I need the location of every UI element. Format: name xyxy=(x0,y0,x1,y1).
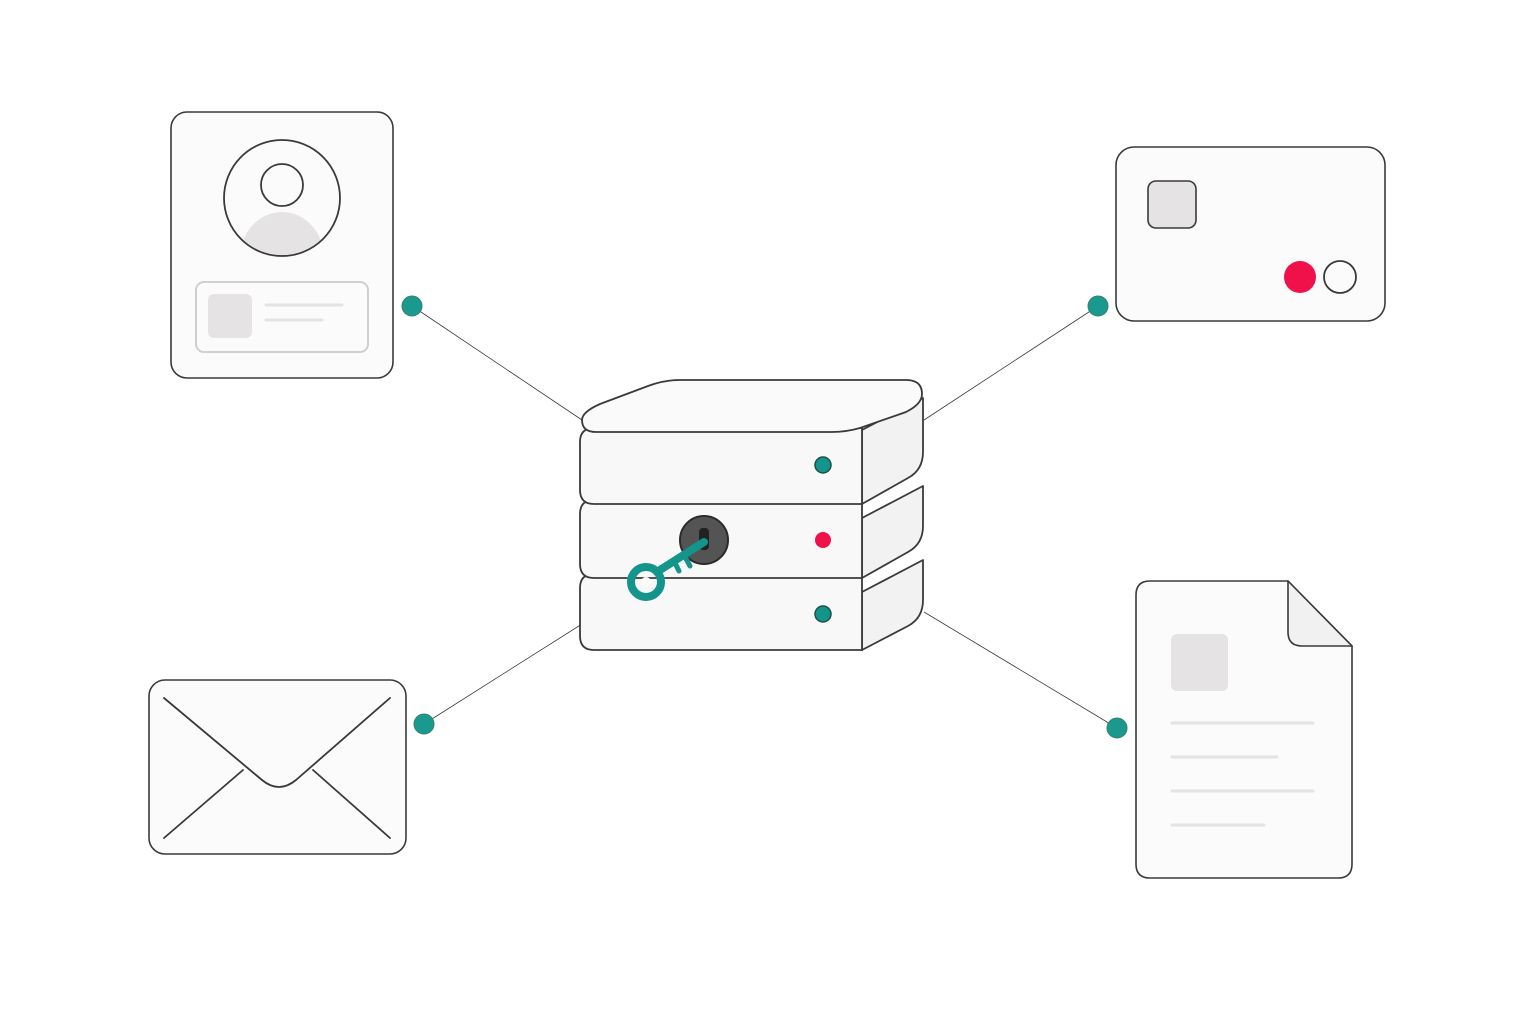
connector-nodes xyxy=(401,295,1128,739)
connector-line-credit-card xyxy=(923,305,1099,421)
credit-card-icon xyxy=(1115,146,1386,322)
envelope-icon xyxy=(148,679,407,855)
server-status-light-2 xyxy=(815,532,831,548)
card-chip xyxy=(1147,180,1197,229)
envelope-flap xyxy=(163,697,391,788)
id-photo-placeholder xyxy=(208,294,252,338)
envelope-frame xyxy=(148,679,407,855)
card-logo-outline-circle xyxy=(1323,260,1357,294)
document-corner-fold xyxy=(1287,580,1353,647)
server-layer-2-side xyxy=(861,485,924,579)
connector-line-id-card xyxy=(411,305,583,421)
key-icon xyxy=(627,538,708,601)
key-tooth-1 xyxy=(681,552,693,569)
server-status-light-1 xyxy=(814,456,832,474)
connector-node-id-card xyxy=(401,295,423,317)
connector-line-document xyxy=(923,611,1118,729)
avatar-body xyxy=(240,212,324,255)
envelope-fold-right xyxy=(312,769,391,839)
key-bow-hole xyxy=(641,577,651,587)
connector-node-credit-card xyxy=(1087,295,1109,317)
document-icon xyxy=(1135,580,1353,879)
credit-card-frame xyxy=(1115,146,1386,322)
key-tooth-2 xyxy=(671,558,682,574)
card-logo-red-circle xyxy=(1284,261,1316,293)
document-image-placeholder xyxy=(1171,634,1228,691)
database-server-icon xyxy=(579,379,924,651)
server-status-light-3 xyxy=(814,605,832,623)
avatar-head xyxy=(260,163,304,207)
server-lid xyxy=(581,379,923,433)
connector-lines xyxy=(411,305,1118,729)
server-layer-1-side xyxy=(861,397,924,505)
connector-line-envelope xyxy=(423,623,583,725)
key-bow xyxy=(627,563,665,601)
connector-node-envelope xyxy=(413,713,435,735)
server-layer-3-side xyxy=(861,559,924,651)
connector-node-document xyxy=(1106,717,1128,739)
user-id-card-icon xyxy=(170,111,394,379)
server-layer-1 xyxy=(579,379,924,505)
envelope-fold-left xyxy=(163,769,244,839)
